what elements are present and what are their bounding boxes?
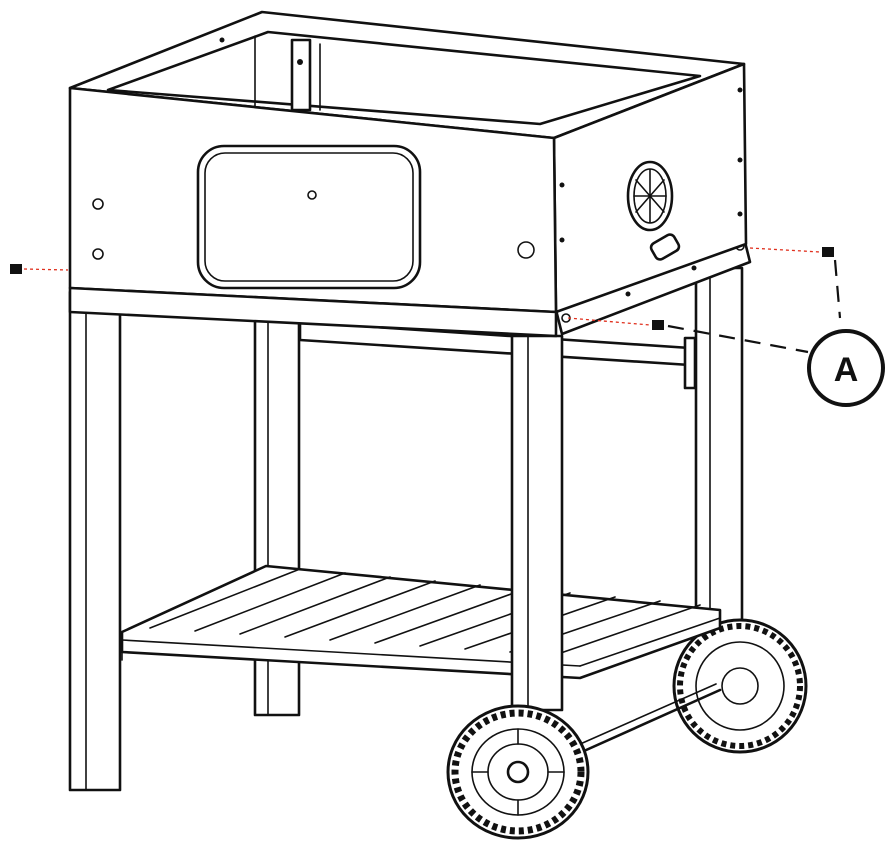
viewing-window: [196, 144, 422, 290]
bottom-shelf: [120, 564, 722, 680]
front-right-leg: [510, 334, 564, 712]
screw-right-lower: [567, 317, 664, 330]
callout-label: A: [834, 351, 859, 389]
callout-circle: [807, 329, 885, 407]
front-wheel: [446, 704, 590, 840]
damper-knob: [649, 233, 681, 261]
air-vent-damper: [626, 160, 681, 261]
screw-left: [10, 264, 69, 274]
axle: [573, 683, 722, 757]
front-left-leg: [68, 290, 122, 792]
callout-a: A: [667, 259, 885, 407]
rear-wheel: [672, 618, 808, 754]
screw-right-upper: [749, 247, 834, 257]
